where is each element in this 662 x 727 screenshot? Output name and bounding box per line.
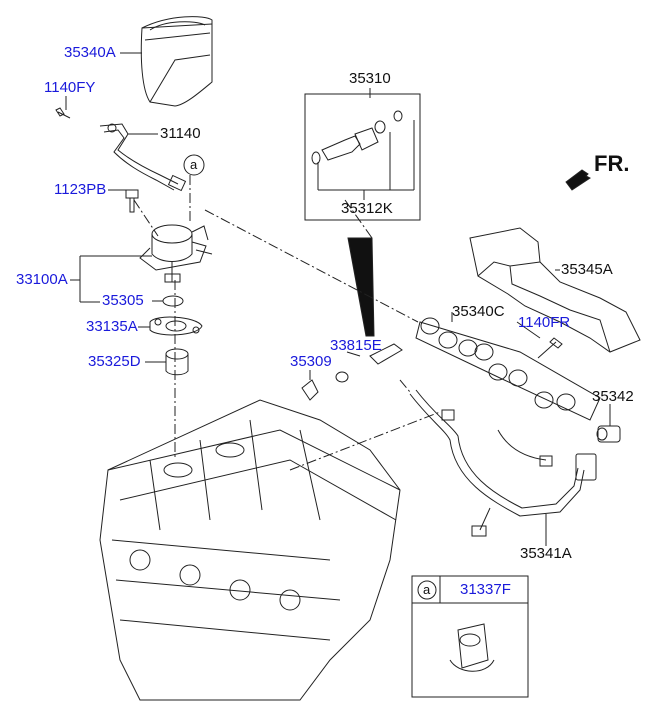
injector-small-illustration <box>301 343 403 401</box>
bolt-1123pb-illustration <box>125 189 139 213</box>
inset-a-circle <box>417 580 437 600</box>
part-35342-label[interactable]: 35342 <box>592 388 634 405</box>
part-35312k-label[interactable]: 35312K <box>341 200 393 217</box>
part-33815e-link[interactable]: 33815E <box>330 337 382 354</box>
callout-a-circle <box>183 154 205 176</box>
inset-a-text: a <box>423 582 431 597</box>
part-31140-label[interactable]: 31140 <box>160 125 201 142</box>
part-33100a-link[interactable]: 33100A <box>16 271 68 288</box>
front-arrow-icon <box>565 169 591 191</box>
engine-block-illustration <box>99 399 401 701</box>
fuel-pipe-illustration <box>99 123 187 192</box>
bolt-1140fy-illustration <box>55 107 71 119</box>
part-1140fy-link[interactable]: 1140FY <box>44 79 96 96</box>
part-35345a-label[interactable]: 35345A <box>561 261 613 278</box>
part-1123pb-link[interactable]: 1123PB <box>54 181 107 198</box>
part-35340c-label[interactable]: 35340C <box>452 303 505 320</box>
part-33135a-link[interactable]: 33135A <box>86 318 138 335</box>
sensor-35342-illustration <box>596 425 621 443</box>
leader-lines <box>65 52 611 546</box>
part-35325d-link[interactable]: 35325D <box>88 353 141 370</box>
wiring-harness-illustration <box>409 389 597 537</box>
callout-a-text: a <box>190 157 198 172</box>
gasket-illustration <box>149 316 203 336</box>
inset-part-illustration <box>449 623 495 672</box>
injector-illustration <box>311 110 403 165</box>
front-direction-label: FR. <box>594 151 630 176</box>
ignition-coil-illustration <box>415 317 601 421</box>
intake-cover-illustration <box>469 227 641 353</box>
part-35340a-link[interactable]: 35340A <box>64 44 116 61</box>
inset-box <box>411 575 529 698</box>
part-35305-link[interactable]: 35305 <box>102 292 144 309</box>
bolt-1140fr-illustration <box>537 337 563 359</box>
part-1140fr-link[interactable]: 1140FR <box>518 314 571 331</box>
part-35309-link[interactable]: 35309 <box>290 353 332 370</box>
o-ring-35305-illustration <box>162 295 184 307</box>
injector-kit-box <box>304 93 421 221</box>
fuel-pump-illustration <box>139 224 213 283</box>
injector-pointer-shape <box>347 237 375 337</box>
tappet-illustration <box>165 348 189 376</box>
part-35310-label[interactable]: 35310 <box>349 70 391 87</box>
part-35341a-label[interactable]: 35341A <box>520 545 572 562</box>
part-31337f-link[interactable]: 31337F <box>460 581 511 598</box>
engine-cover-illustration <box>140 16 213 107</box>
